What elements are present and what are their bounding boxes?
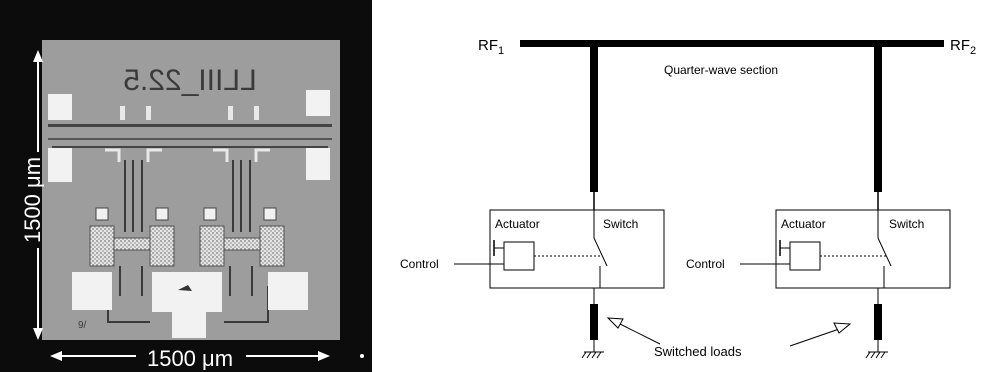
- chip-photo: LLIII_22.5: [0, 0, 372, 372]
- quarter-wave-stub-2: [874, 46, 882, 192]
- chip-transmission-lines: [48, 124, 332, 148]
- switch-arm-1: [593, 237, 608, 267]
- switched-loads-label: Switched loads: [654, 344, 742, 359]
- photo-speck: [360, 354, 364, 358]
- actuator-box-1: [503, 241, 535, 271]
- ground-icon-2: [865, 351, 888, 359]
- actuator-label-2: Actuator: [781, 217, 826, 231]
- horizontal-scale-label: 1500 μm: [147, 346, 233, 371]
- switch-block-2: Actuator Switch Control: [686, 192, 951, 359]
- chip-feed-lines: [124, 160, 251, 232]
- load-1: [590, 304, 598, 340]
- actuator-box-2: [789, 241, 821, 271]
- quarter-wave-stub-1: [590, 46, 598, 192]
- chip-defect: [178, 285, 192, 291]
- side-pad-left-top: [48, 94, 72, 120]
- chip-bottom-pads: [72, 272, 308, 338]
- chip-posts: [120, 106, 259, 120]
- arrow-right-head: [833, 322, 852, 334]
- arrow-left-head: [606, 317, 624, 329]
- actuator-label-1: Actuator: [495, 217, 540, 231]
- side-pad-right-top: [306, 90, 330, 116]
- rf2-label-sub: 2: [970, 45, 976, 57]
- chip-marking: LLIII_22.5: [123, 64, 256, 97]
- ground-icon-1: [581, 351, 604, 359]
- chip-corner-mark: 9/: [78, 320, 87, 331]
- switch-label-1: Switch: [603, 217, 638, 231]
- rf2-label-main: RF: [950, 37, 970, 54]
- rf2-label: RF2: [950, 37, 976, 57]
- load-2: [874, 304, 882, 340]
- rf1-label: RF1: [478, 37, 504, 57]
- chip-actuator-pads: [95, 207, 277, 221]
- switch-label-2: Switch: [889, 217, 924, 231]
- chip-stubs: [105, 148, 270, 162]
- horizontal-scale-bar: [50, 351, 330, 361]
- quarter-wave-label: Quarter-wave section: [664, 63, 778, 77]
- arrow-left-shaft: [615, 321, 661, 345]
- chip-switch-membranes: [89, 225, 285, 267]
- schematic: RF1 RF2 Quarter-wave section Actuator Sw…: [400, 37, 976, 359]
- control-label-1: Control: [400, 257, 439, 271]
- rf-main-line: [520, 40, 944, 47]
- side-pad-left-bottom: [48, 148, 72, 182]
- rf1-label-sub: 1: [498, 45, 504, 57]
- switch-arm-2: [877, 237, 892, 267]
- arrow-right-shaft: [789, 327, 843, 347]
- rf1-label-main: RF: [478, 37, 498, 54]
- side-pad-right-bottom: [306, 148, 330, 180]
- switched-loads-arrows: [606, 317, 852, 347]
- vertical-scale-label: 1500 μm: [20, 157, 45, 243]
- vertical-scale-bar: [33, 50, 43, 340]
- switch-block-1: Actuator Switch Control: [400, 192, 665, 359]
- control-label-2: Control: [686, 257, 725, 271]
